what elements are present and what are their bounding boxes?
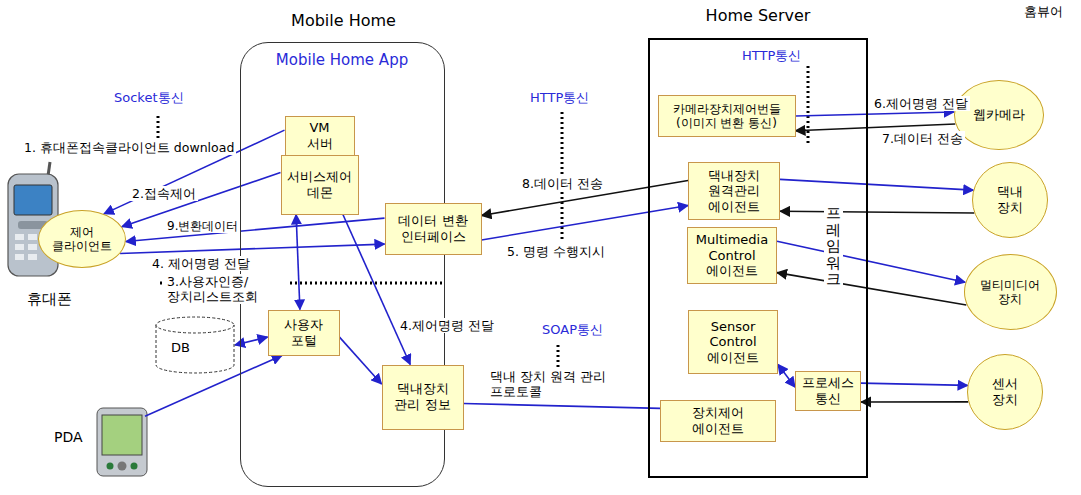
dotted-divider (807, 66, 810, 145)
node-text: VM 서버 (300, 120, 340, 151)
pda-screen (102, 415, 142, 455)
process-box: 댁내장치 원격관리 에이전트 (688, 162, 780, 220)
container-title: Home Server (650, 6, 866, 25)
framework-label: 프레임워크 (824, 205, 843, 288)
node-text: 댁내장치 원격관리 에이전트 (705, 168, 763, 215)
process-box: 데이터 변환 인터페이스 (385, 203, 482, 255)
process-box: 댁내장치 관리 정보 (382, 365, 464, 430)
database-top (156, 317, 234, 333)
connector-arrow (861, 401, 968, 403)
process-box: VM 서버 (285, 116, 355, 155)
device-circle: 댁내 장치 (972, 162, 1048, 238)
connector-arrow (796, 124, 956, 131)
process-box: Multimedia Control 에이전트 (687, 227, 777, 284)
connector-arrow (778, 364, 795, 387)
connector-arrow (796, 112, 954, 116)
protocol-label: HTTP통신 (528, 90, 591, 106)
db-label: DB (171, 340, 190, 356)
connector-arrow (120, 244, 384, 253)
phone-screen (14, 185, 52, 215)
node-text: 댁내 장치 (994, 184, 1026, 215)
connector-arrow (296, 215, 300, 310)
protocol-label: Socket통신 (112, 90, 186, 106)
pda-body (97, 408, 147, 476)
database-cylinder: DB (155, 316, 235, 374)
edge-label: 7.데이터 전송 (880, 131, 965, 146)
client-ellipse: 제어 클라이언트 (38, 210, 126, 268)
connector-arrow (777, 241, 965, 282)
edge-label: 1. 휴대폰접속클라이언트 download (22, 140, 236, 155)
device-circle: 센서 장치 (967, 354, 1043, 430)
edge-label: 8.데이터 전송 (520, 176, 605, 191)
protocol-label: SOAP통신 (540, 322, 605, 338)
connector-arrow (777, 273, 966, 305)
dotted-divider (157, 116, 160, 138)
edge-label: 4.제어명령 전달 (398, 318, 496, 333)
edge-label: 6.제어명령 전달 (872, 96, 970, 111)
phone-key (28, 244, 37, 250)
database-outline (155, 316, 235, 374)
node-text: 멀티미디어 장치 (976, 278, 1044, 307)
node-text: 서비스제어 데몬 (286, 169, 354, 200)
node-text: 장치제어 에이전트 (687, 405, 749, 436)
app-title: Mobile Home App (241, 51, 443, 69)
edge-label: 5. 명령 수행지시 (505, 244, 607, 259)
device-circle: 멀티미디어 장치 (964, 254, 1057, 330)
edge-label: 3.사용자인증/ 장치리스트조회 (165, 274, 287, 304)
node-text: 사용자 포털 (281, 317, 327, 348)
group-label: 홈뷰어 (1022, 4, 1065, 20)
container-title: Mobile Home (241, 11, 446, 30)
node-text: 데이터 변환 인터페이스 (392, 213, 474, 244)
node-text: 웹카메라 (966, 107, 1032, 123)
connector-arrow (861, 383, 968, 385)
edge-label: 4. 제어명령 전달 (150, 256, 252, 271)
connector-arrow (464, 404, 661, 409)
connector-arrow (780, 211, 974, 213)
phone-key (28, 254, 37, 260)
edge-label: 9.변환데이터 (165, 219, 240, 233)
edge-label: 2.접속제어 (130, 186, 198, 201)
process-box: 프로세스 통신 (795, 371, 861, 410)
node-text: 프로세스 통신 (802, 375, 854, 406)
process-box: 장치제어 에이전트 (660, 400, 776, 442)
pda-button (118, 462, 127, 471)
pda-illustration (97, 408, 147, 476)
device-caption: 휴대폰 (27, 290, 72, 308)
connector-arrow (340, 337, 382, 384)
node-text: 센서 장치 (989, 376, 1021, 407)
node-text: 댁내장치 관리 정보 (393, 381, 453, 412)
node-text: 카메라장치제어번들 (이미지 변환 통신) (663, 102, 791, 131)
process-box: Sensor Control 에이전트 (688, 310, 778, 374)
app-container: Mobile HomeMobile Home AppVM 서버서비스제어 데몬데… (240, 42, 445, 487)
device-circle: 웹카메라 (954, 80, 1045, 150)
protocol-label: HTTP통신 (740, 48, 803, 64)
connector-arrow (780, 179, 973, 190)
pda-button (107, 463, 114, 470)
pda-button (131, 463, 138, 470)
process-box: 카메라장치제어번들 (이미지 변환 통신) (658, 95, 796, 137)
pda-device: PDA (50, 405, 150, 480)
process-box: 서비스제어 데몬 (281, 155, 359, 215)
phone-key (28, 234, 37, 240)
node-text: 제어 클라이언트 (50, 225, 114, 254)
edge-label: 댁내 장치 원격 관리 프로토콜 (488, 369, 632, 399)
device-caption: PDA (54, 429, 83, 446)
phone-device: 휴대폰 제어 클라이언트 (5, 170, 117, 310)
phone-key (15, 234, 24, 240)
node-text: Multimedia Control 에이전트 (692, 232, 772, 279)
process-box: 사용자 포털 (268, 310, 340, 356)
node-text: Sensor Control 에이전트 (702, 319, 764, 366)
phone-key (15, 254, 24, 260)
phone-key (15, 244, 24, 250)
